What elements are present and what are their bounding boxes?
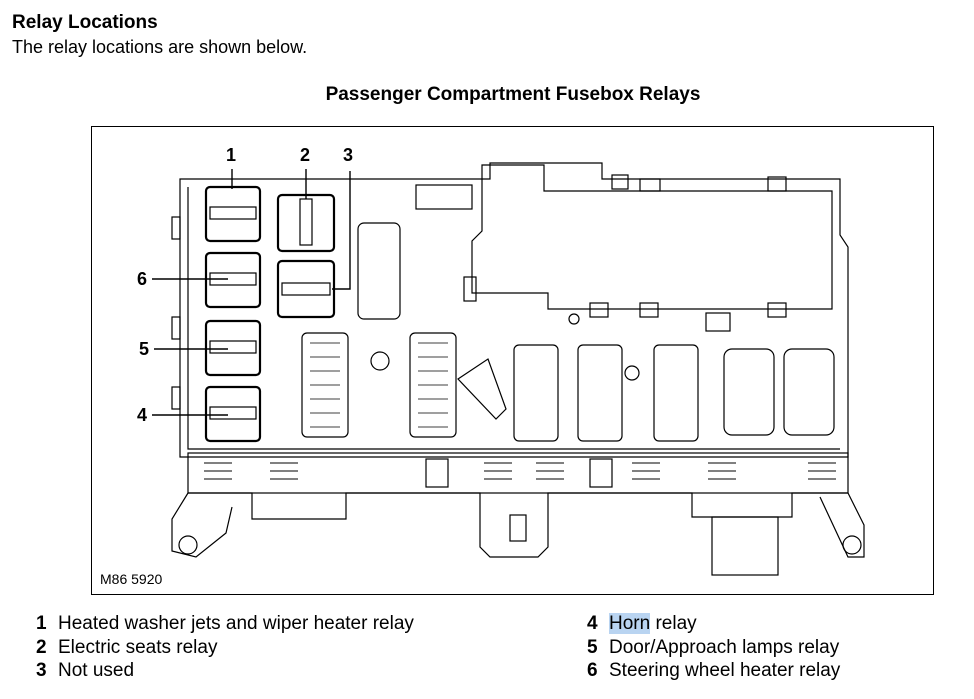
legend-num: 5 xyxy=(587,636,598,658)
relay-3 xyxy=(276,259,336,319)
connector-pins xyxy=(310,342,340,428)
connector xyxy=(513,344,559,442)
figure-title: Passenger Compartment Fusebox Relays xyxy=(325,84,701,105)
fuse-block xyxy=(589,458,613,488)
callout-3: 3 xyxy=(343,145,354,165)
legend-num: 2 xyxy=(36,636,47,658)
selected-text-highlight[interactable]: Horn xyxy=(609,613,651,634)
side-clip xyxy=(171,216,181,240)
legend-text: Electric seats relay xyxy=(58,636,218,658)
relay-2-label xyxy=(299,198,313,246)
module-tab xyxy=(767,302,787,318)
callout-2: 2 xyxy=(300,145,311,165)
connector-pins xyxy=(418,342,448,428)
lower-mounting xyxy=(188,492,848,558)
fuse-marks xyxy=(204,462,836,480)
relay-5 xyxy=(204,319,262,377)
mount-hole-right xyxy=(842,535,862,555)
legend-item-6: 6 Steering wheel heater relay xyxy=(587,659,840,683)
side-clip xyxy=(171,386,181,410)
module-tab xyxy=(639,302,659,318)
callout-4: 4 xyxy=(137,405,148,425)
fuse-block xyxy=(425,458,449,488)
stud xyxy=(624,365,640,381)
legend-item-3: 3 Not used xyxy=(36,659,414,683)
large-relay xyxy=(723,348,775,436)
relay-4 xyxy=(204,385,262,443)
connector xyxy=(357,222,401,320)
legend-left: 1 Heated washer jets and wiper heater rel… xyxy=(36,612,414,683)
housing-inner-edge xyxy=(187,187,840,450)
fusebox-housing xyxy=(179,162,849,458)
fusebox-drawing xyxy=(152,162,865,576)
mount-bracket-left xyxy=(171,492,233,558)
lower-block xyxy=(711,516,779,576)
module-tab xyxy=(767,176,787,192)
legend-text: Not used xyxy=(58,660,135,681)
legend-item-2: 2 Electric seats relay xyxy=(36,636,414,660)
relay-1 xyxy=(204,185,262,243)
module-slot xyxy=(415,184,473,210)
callout-5: 5 xyxy=(139,339,150,359)
legend-num: 3 xyxy=(36,660,47,681)
module-tab xyxy=(705,312,731,332)
mount-bracket-right xyxy=(819,492,865,558)
module-tab xyxy=(611,174,629,190)
legend-item-4: 4 Horn relay xyxy=(587,612,840,636)
fusebox-figure: 1 2 3 6 5 4 M86 5920 xyxy=(91,126,934,595)
large-relay xyxy=(783,348,835,436)
side-clip xyxy=(171,316,181,340)
lower-slot xyxy=(509,514,527,542)
legend-text: Steering wheel heater relay xyxy=(609,660,841,681)
stud xyxy=(370,351,390,371)
legend-right: 4 Horn relay 5 Door/Approach lamps relay 6… xyxy=(587,612,840,683)
relay-1-label xyxy=(209,206,257,220)
module-connector xyxy=(463,276,477,302)
legend-item-5: 5 Door/Approach lamps relay xyxy=(587,636,840,660)
relay-5-label xyxy=(209,340,257,354)
module-tab xyxy=(589,302,609,318)
relay-3-label xyxy=(281,282,331,296)
figure-id: M86 5920 xyxy=(100,571,163,587)
legend-num: 1 xyxy=(36,613,47,634)
connector xyxy=(301,332,349,438)
legend-text: Door/Approach lamps relay xyxy=(609,636,840,658)
module-stud xyxy=(568,313,580,325)
legend-text: Heated washer jets and wiper heater rela… xyxy=(58,613,414,634)
legend-item-1: 1 Heated washer jets and wiper heater rel… xyxy=(36,612,414,636)
legend-num: 6 xyxy=(587,660,598,681)
fuse-tab xyxy=(457,358,507,420)
leader-line-3 xyxy=(332,171,351,290)
relay-6 xyxy=(204,251,262,309)
connector xyxy=(409,332,457,438)
module-tab xyxy=(639,178,661,192)
legend-text: relay xyxy=(650,613,697,634)
electronic-module xyxy=(471,164,833,310)
fuse-strip xyxy=(187,452,849,494)
mount-hole-left xyxy=(178,535,198,555)
relay-2 xyxy=(276,193,336,253)
callout-1: 1 xyxy=(226,145,237,165)
intro-text: The relay locations are shown below. xyxy=(12,37,308,57)
connector xyxy=(577,344,623,442)
connector xyxy=(653,344,699,442)
legend-num: 4 xyxy=(587,613,598,634)
callout-6: 6 xyxy=(137,269,148,289)
page-heading: Relay Locations xyxy=(12,12,158,33)
relay-4-label xyxy=(209,406,257,420)
